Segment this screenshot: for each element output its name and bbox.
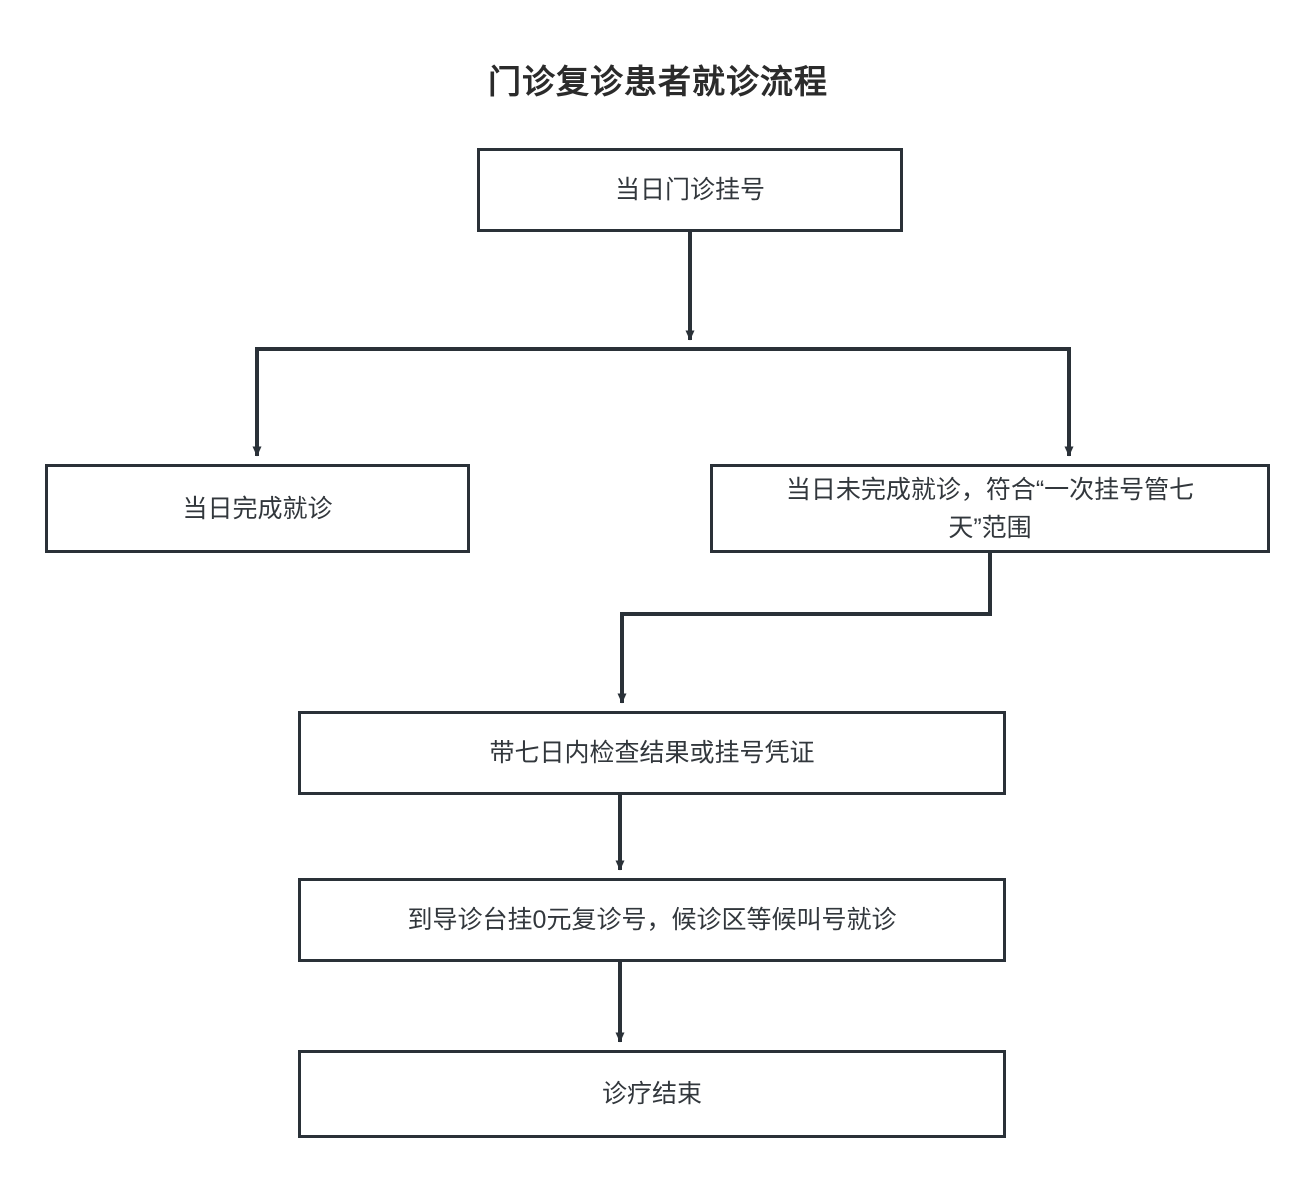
node-same-day-undone[interactable]: 当日未完成就诊，符合“一次挂号管七 天”范围 [710, 464, 1270, 553]
node-same-day-undone-label: 当日未完成就诊，符合“一次挂号管七 天”范围 [785, 475, 1195, 542]
node-same-day-done-label: 当日完成就诊 [182, 494, 333, 523]
node-finish[interactable]: 诊疗结束 [298, 1050, 1006, 1138]
node-bring-proof-label: 带七日内检查结果或挂号凭证 [489, 739, 815, 767]
connector-undone-to-bring-proof [617, 553, 992, 704]
node-free-revisit-label: 到导诊台挂0元复诊号，候诊区等候叫号就诊 [407, 906, 897, 934]
node-free-revisit[interactable]: 到导诊台挂0元复诊号，候诊区等候叫号就诊 [298, 878, 1006, 962]
page-title: 门诊复诊患者就诊流程 [488, 63, 828, 100]
node-bring-proof[interactable]: 带七日内检查结果或挂号凭证 [298, 711, 1006, 795]
node-same-day-done[interactable]: 当日完成就诊 [45, 464, 470, 553]
node-finish-label: 诊疗结束 [601, 1080, 702, 1108]
node-register[interactable]: 当日门诊挂号 [477, 148, 903, 232]
node-register-label: 当日门诊挂号 [614, 176, 765, 204]
